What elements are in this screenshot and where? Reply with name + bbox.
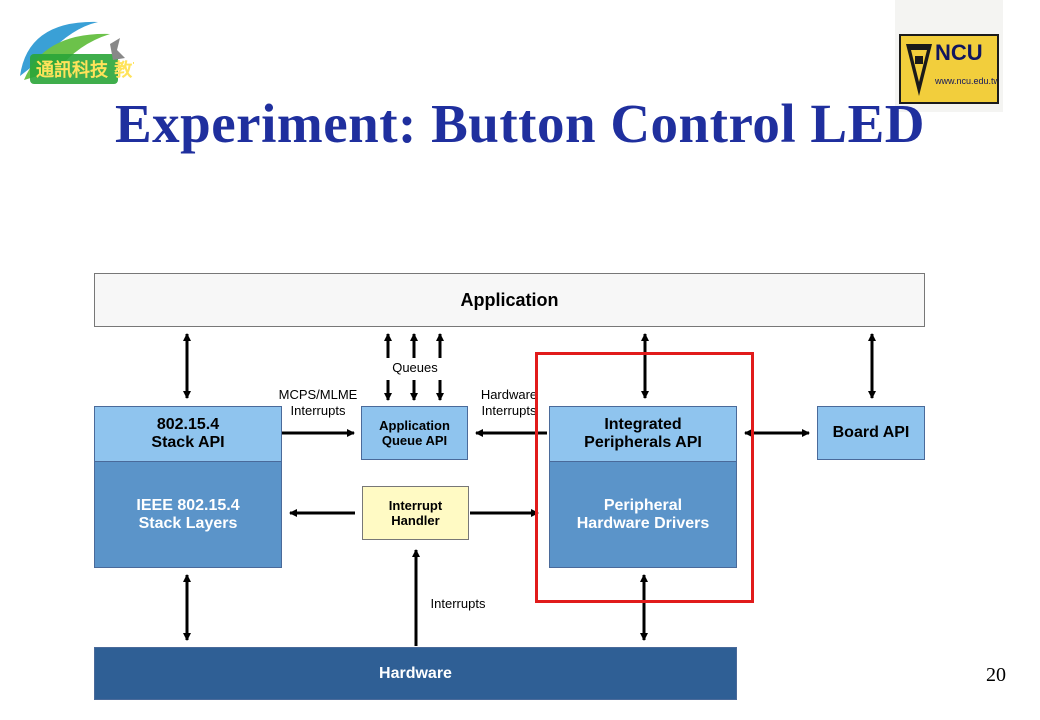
hardware-label: Hardware	[379, 664, 452, 682]
queue-api-label: Application Queue API	[379, 418, 450, 448]
ncu-badge: NCU www.ncu.edu.tw	[899, 34, 999, 104]
slide-title: Experiment: Button Control LED	[115, 93, 925, 154]
integrated-api-box: Integrated Peripherals API	[549, 406, 737, 462]
page-number: 20	[986, 664, 1006, 686]
hardware-box: Hardware	[94, 647, 737, 700]
queues-label: Queues	[384, 360, 446, 376]
integrated-api-label: Integrated Peripherals API	[584, 416, 702, 451]
stack-layers-label: IEEE 802.15.4 Stack Layers	[136, 496, 240, 532]
queue-api-box: Application Queue API	[361, 406, 468, 460]
hw-interrupts-label: Hardware Interrupts	[480, 387, 538, 418]
board-api-box: Board API	[817, 406, 925, 460]
ncu-emblem-icon	[906, 44, 932, 96]
interrupt-handler-box: Interrupt Handler	[362, 486, 469, 540]
right-logo: NCU www.ncu.edu.tw	[895, 0, 1003, 112]
mcps-label: MCPS/MLME Interrupts	[278, 387, 358, 418]
highlight-frame	[535, 352, 754, 603]
peripheral-drivers-box: Peripheral Hardware Drivers	[549, 461, 737, 568]
stack-layers-box: IEEE 802.15.4 Stack Layers	[94, 461, 282, 568]
stack-api-label: 802.15.4 Stack API	[151, 416, 225, 451]
board-api-label: Board API	[832, 424, 910, 441]
ncu-url: www.ncu.edu.tw	[935, 76, 999, 86]
stack-api-box: 802.15.4 Stack API	[94, 406, 282, 462]
application-box: Application	[94, 273, 925, 327]
ncu-name: NCU	[935, 40, 983, 65]
peripheral-drivers-label: Peripheral Hardware Drivers	[576, 496, 710, 532]
interrupts-label: Interrupts	[430, 596, 486, 611]
interrupt-handler-label: Interrupt Handler	[388, 498, 443, 528]
application-label: Application	[460, 289, 559, 310]
